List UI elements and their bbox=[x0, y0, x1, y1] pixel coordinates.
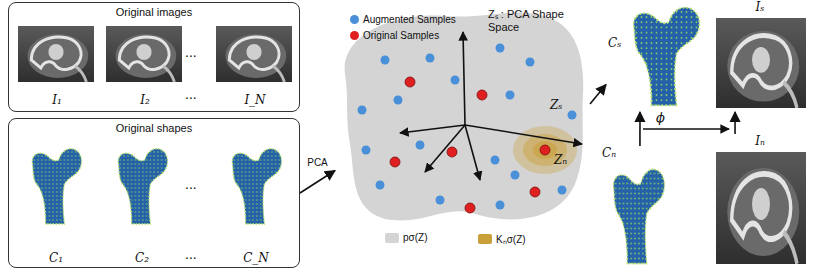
sample-dot bbox=[394, 96, 403, 105]
node-label: I₁ bbox=[52, 93, 62, 107]
legend-text: Kₙσ(Z) bbox=[496, 232, 526, 246]
sample-dot bbox=[405, 77, 415, 87]
legend-swatch bbox=[350, 15, 359, 24]
sample-dot bbox=[558, 186, 567, 195]
kernel-ellipse bbox=[533, 141, 557, 159]
legend-item: Kₙσ(Z) bbox=[478, 232, 526, 246]
axis bbox=[400, 125, 465, 133]
axis bbox=[465, 125, 582, 144]
sampled-shape: Cₛ bbox=[606, 2, 708, 112]
region-shape bbox=[345, 13, 584, 221]
sample-dot bbox=[362, 146, 371, 155]
legend-text: Original Samples bbox=[363, 30, 439, 41]
kernel-region bbox=[513, 126, 577, 174]
sample-dot bbox=[436, 196, 445, 205]
transform-label: ϕ bbox=[656, 110, 665, 125]
legend-item: Augmented Samples bbox=[350, 14, 456, 25]
connector-arrow bbox=[734, 112, 736, 134]
image-thumb: I₂ bbox=[107, 27, 183, 107]
sample-dot bbox=[526, 58, 535, 67]
sample-dot bbox=[451, 76, 460, 85]
sampled-image: Iₛ bbox=[712, 0, 808, 112]
shape-thumb: C_N bbox=[223, 145, 289, 265]
sample-dot bbox=[416, 141, 425, 150]
axis bbox=[463, 32, 465, 125]
kernel-ellipse bbox=[513, 126, 577, 174]
legend-item: Original Samples bbox=[350, 30, 439, 41]
node-label: I_N bbox=[244, 93, 265, 107]
sample-dot bbox=[465, 203, 475, 213]
nearest-shape: Cₙ bbox=[600, 146, 672, 268]
sample-dot bbox=[540, 145, 550, 155]
ct-images bbox=[18, 18, 806, 264]
sample-dot bbox=[506, 91, 515, 100]
sample-dot bbox=[390, 157, 400, 167]
axis bbox=[465, 125, 480, 180]
image-thumb: I₁ bbox=[19, 27, 95, 107]
nearest-image: Iₙ bbox=[712, 134, 808, 268]
sample-dot bbox=[358, 106, 367, 115]
shape-thumb: C₂ bbox=[109, 145, 175, 265]
ellipsis: ... bbox=[185, 86, 197, 102]
femur-shape bbox=[613, 169, 664, 263]
ct-image bbox=[716, 152, 806, 264]
legend-item: pσ(Z) bbox=[385, 232, 428, 243]
sample-dot bbox=[477, 90, 487, 100]
ct-image bbox=[716, 18, 806, 108]
warp-arrow bbox=[643, 128, 729, 130]
group-box: Original shapesC₁ C₂ C_N bbox=[8, 118, 300, 268]
femur-shape bbox=[32, 149, 81, 224]
group-title: Original images bbox=[116, 6, 192, 18]
femur-shapes bbox=[32, 8, 699, 264]
sample-dot bbox=[491, 156, 500, 165]
node-label: C₂ bbox=[135, 251, 149, 265]
connector-arrow bbox=[300, 171, 335, 194]
sample-dot bbox=[376, 181, 385, 190]
ct-image bbox=[216, 26, 292, 82]
ellipsis: ... bbox=[185, 44, 197, 60]
augmented-samples bbox=[358, 44, 577, 210]
connector-arrow bbox=[590, 85, 606, 104]
sample-dot bbox=[496, 201, 505, 210]
axis bbox=[425, 125, 465, 172]
node-label: Cₙ bbox=[602, 146, 616, 160]
sample-dot bbox=[568, 111, 577, 120]
sample-dot bbox=[511, 171, 520, 180]
node-label: Zₛ : PCA Shape Space bbox=[488, 6, 588, 33]
edge-label: PCA bbox=[306, 157, 329, 168]
legend-swatch bbox=[350, 31, 359, 40]
sample-dot bbox=[530, 187, 540, 197]
group-title: Original shapes bbox=[116, 122, 192, 134]
ellipsis: ... bbox=[185, 246, 197, 262]
femur-shape bbox=[634, 8, 700, 106]
pca-axes bbox=[400, 32, 582, 180]
image-thumb: I_N bbox=[217, 27, 293, 107]
sample-dot bbox=[426, 54, 435, 63]
sample-dot bbox=[381, 56, 390, 65]
legend-swatch bbox=[478, 234, 492, 244]
node-label: C₁ bbox=[49, 251, 63, 265]
node-label: Iₛ bbox=[756, 0, 765, 14]
femur-shape bbox=[118, 149, 167, 224]
point-label: Zₙ bbox=[554, 153, 567, 167]
sample-dot bbox=[447, 147, 457, 157]
ct-image bbox=[106, 26, 182, 82]
point-label: Zₛ bbox=[550, 98, 562, 112]
legend-text: pσ(Z) bbox=[403, 232, 428, 243]
femur-shape bbox=[232, 149, 281, 224]
legend-text: Augmented Samples bbox=[363, 14, 456, 25]
ct-image bbox=[18, 26, 94, 82]
node-label: C_N bbox=[243, 251, 269, 265]
sample-dot bbox=[496, 44, 505, 53]
shape-thumb: C₁ bbox=[23, 145, 89, 265]
node-label: Iₙ bbox=[755, 134, 765, 148]
node-label: I₂ bbox=[140, 93, 150, 107]
ellipsis: ... bbox=[185, 176, 197, 192]
original-samples bbox=[390, 77, 550, 213]
group-box: Original imagesI₁ I₂ I_N bbox=[8, 2, 300, 112]
connector-arrow bbox=[639, 112, 641, 146]
node-label: Cₛ bbox=[608, 36, 621, 50]
legend-swatch bbox=[385, 233, 399, 243]
phi-arrow bbox=[643, 129, 729, 130]
